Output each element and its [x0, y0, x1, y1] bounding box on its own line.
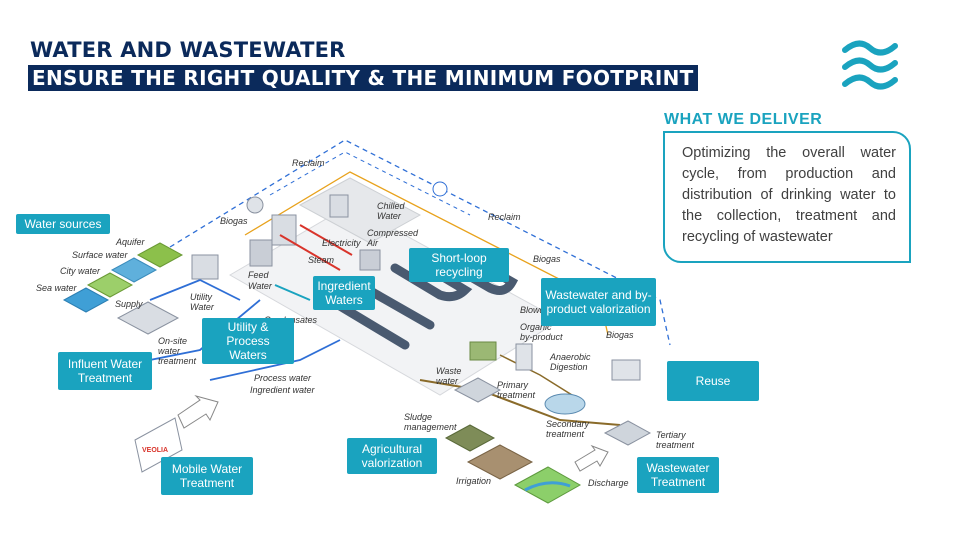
label-reclaim-right: Reclaim: [488, 212, 521, 222]
label-discharge: Discharge: [588, 478, 629, 488]
tag-wastewater-byproduct-valorization: Wastewater and by-product valorization: [541, 278, 656, 326]
tag-short-loop-recycling: Short-loop recycling: [409, 248, 509, 282]
label-biogas-right: Biogas: [533, 254, 561, 264]
machine-2: [272, 215, 296, 245]
organic-byproduct-tank: [470, 342, 496, 360]
utility-water-unit: [192, 255, 218, 279]
label-waste-water: Waste water: [436, 366, 462, 386]
label-biogas-right-2: Biogas: [606, 330, 634, 340]
label-onsite-water: On-site water treatment: [158, 336, 208, 366]
label-sludge-management: Sludge management: [404, 412, 454, 432]
label-supply: Supply: [115, 299, 143, 309]
label-sea-water: Sea water: [36, 283, 77, 293]
tag-reuse: Reuse: [667, 361, 759, 401]
label-chilled-water: Chilled Water: [377, 201, 407, 221]
truck-logo-text: VEOLIA: [142, 447, 168, 454]
tag-mobile-water-treatment: Mobile Water Treatment: [161, 457, 253, 495]
tank-top: [247, 197, 263, 213]
label-process-water: Process water: [254, 373, 311, 383]
machine-4: [360, 250, 380, 270]
label-city-water: City water: [60, 266, 100, 276]
label-primary-treatment: Primary treatment: [497, 380, 533, 400]
reuse-unit: [612, 360, 640, 380]
tag-ingredient-waters: Ingredient Waters: [313, 276, 375, 310]
label-biogas-top: Biogas: [220, 216, 248, 226]
label-surface-water: Surface water: [72, 250, 128, 260]
tag-wastewater-treatment: Wastewater Treatment: [637, 457, 719, 493]
tag-utility-process-waters: Utility & Process Waters: [202, 318, 294, 364]
label-anaerobic-digestion: Anaerobic Digestion: [550, 352, 590, 372]
label-tertiary-treatment: Tertiary treatment: [656, 430, 696, 450]
drop-icon: [433, 182, 447, 196]
label-secondary-treatment: Secondary treatment: [546, 419, 592, 439]
tag-water-sources: Water sources: [16, 214, 110, 234]
label-electricity: Electricity: [322, 238, 361, 248]
digester: [516, 344, 532, 370]
label-aquifer: Aquifer: [116, 237, 145, 247]
tag-agricultural-valorization: Agricultural valorization: [347, 438, 437, 474]
label-steam: Steam: [308, 255, 334, 265]
secondary-treatment-unit: [545, 394, 585, 414]
label-ingredient-water: Ingredient water: [250, 385, 315, 395]
label-feed-water: Feed Water: [248, 270, 274, 292]
machine-1: [250, 240, 272, 266]
tag-influent-water-treatment: Influent Water Treatment: [58, 352, 152, 390]
label-irrigation: Irrigation: [456, 476, 491, 486]
discharge-arrow: [575, 446, 608, 471]
label-reclaim-top: Reclaim: [292, 158, 325, 168]
irrigation-field: [468, 445, 532, 479]
mobile-arrow: [178, 396, 218, 428]
label-compressed-air: Compressed Air: [367, 228, 407, 248]
machine-3: [330, 195, 348, 217]
label-utility-water: Utility Water: [190, 292, 230, 312]
